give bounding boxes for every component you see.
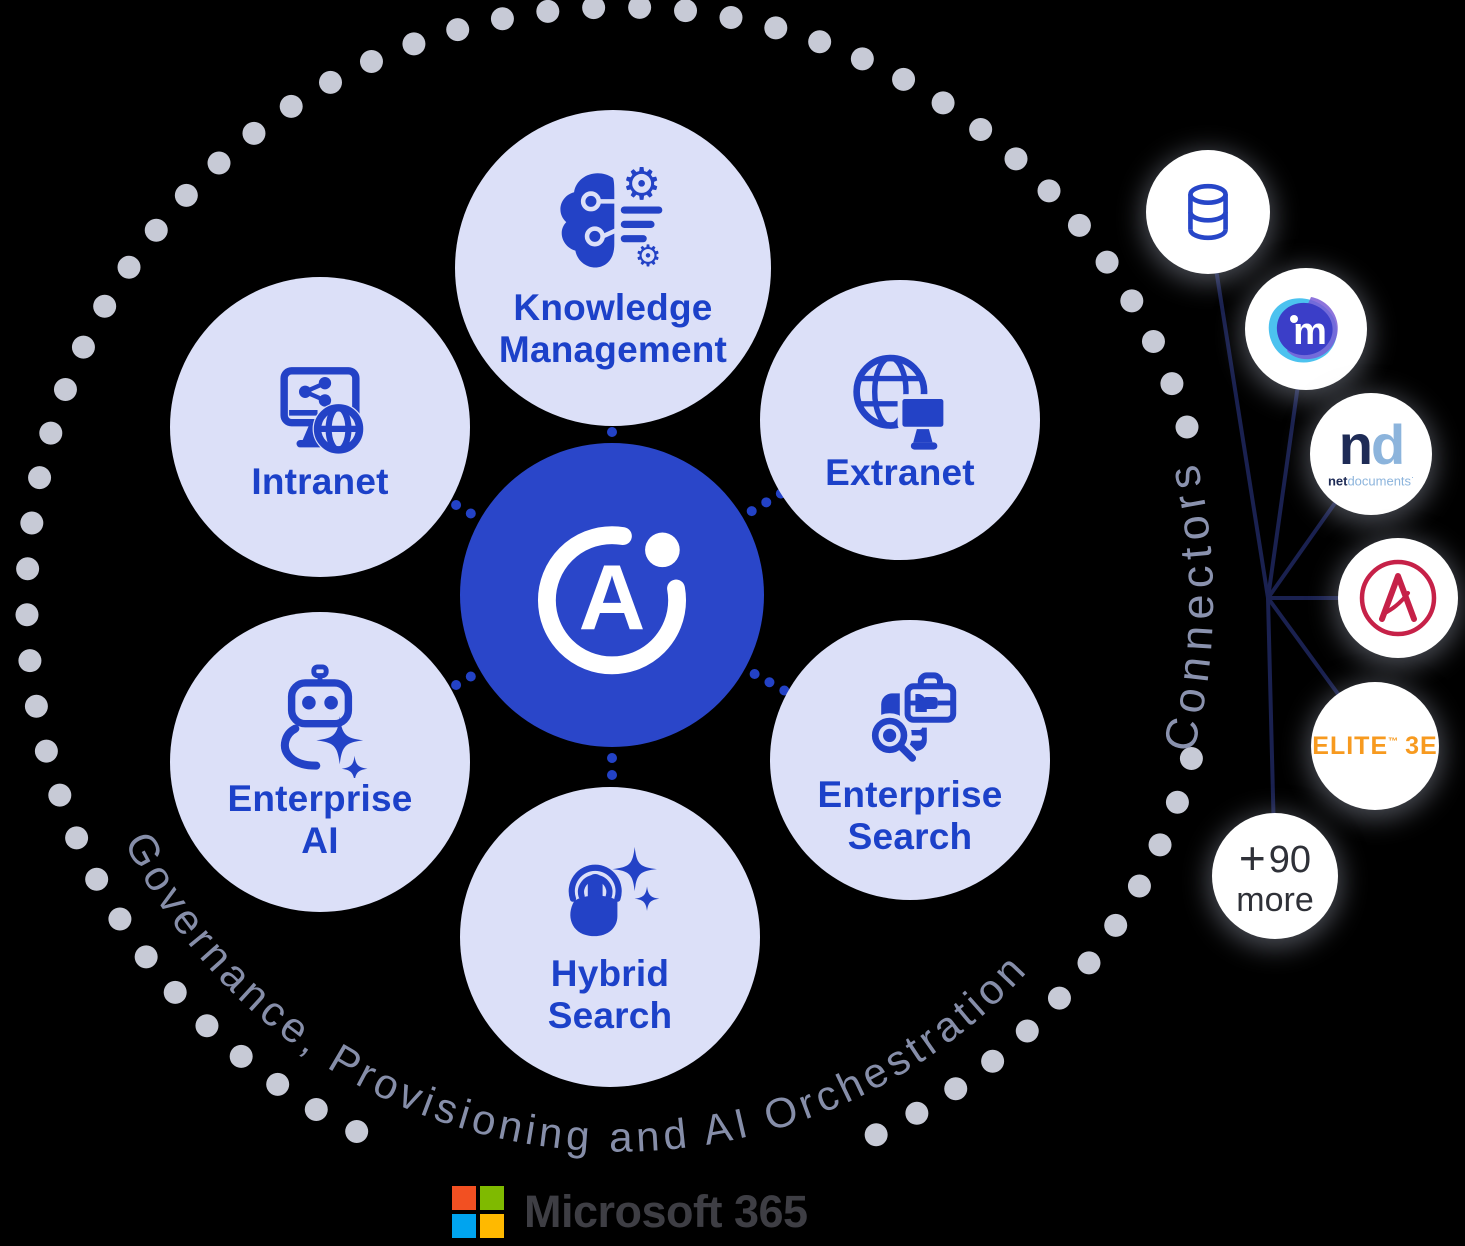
imanage-logo-icon: m	[1268, 297, 1338, 363]
microsoft-365-brand: Microsoft 365	[452, 1186, 808, 1238]
ms-square-red	[452, 1186, 476, 1210]
atlas-logo-icon: A	[537, 526, 687, 675]
touch-sparkles-icon	[568, 847, 660, 937]
satellite-label: Knowledge Management	[498, 287, 728, 370]
satellite-label: Intranet	[251, 461, 389, 503]
microsoft-logo-icon	[452, 1186, 504, 1238]
satellite-intranet: Intranet	[170, 277, 470, 577]
ms-square-yellow	[480, 1214, 504, 1238]
connectors-arc-text: Connectors	[1153, 454, 1223, 756]
globe-monitor-icon	[853, 354, 949, 450]
connector-netdocuments: nd netdocuments·	[1310, 393, 1432, 515]
ms-square-green	[480, 1186, 504, 1210]
satellite-enterprise-search: Enterprise Search	[770, 620, 1050, 900]
svg-text:⚙: ⚙	[622, 165, 662, 210]
connector-more: +90 more	[1212, 813, 1338, 939]
connector-database	[1146, 150, 1270, 274]
monitor-share-globe-icon	[280, 367, 365, 455]
satellite-label: Enterprise AI	[227, 778, 413, 861]
svg-text:m: m	[1293, 311, 1327, 353]
more-connectors-label: +90 more	[1236, 832, 1314, 919]
aderant-a-icon	[1359, 559, 1437, 637]
satellite-knowledge-management: ⚙ ⚙ Knowledge Management	[455, 110, 771, 426]
netdocuments-wordmark: netdocuments·	[1327, 472, 1415, 489]
satellite-label: Hybrid Search	[547, 953, 673, 1036]
database-icon	[1188, 183, 1228, 241]
ms-square-blue	[452, 1214, 476, 1238]
dotted-ring	[15, 0, 1203, 1155]
svg-text:⚙: ⚙	[635, 239, 662, 274]
satellite-enterprise-ai: Enterprise AI	[170, 612, 470, 912]
connector-aderant	[1338, 538, 1458, 658]
microsoft-365-wordmark: Microsoft 365	[524, 1186, 808, 1237]
satellite-label: Enterprise Search	[817, 774, 1003, 857]
atlas-hub-circle: A	[460, 443, 764, 747]
briefcase-document-search-icon	[867, 668, 961, 767]
robot-sparkles-icon	[280, 664, 368, 779]
satellite-label: Extranet	[825, 452, 975, 494]
satellite-hybrid-search: Hybrid Search	[460, 787, 760, 1087]
brain-gears-icon: ⚙ ⚙	[560, 165, 663, 274]
satellite-extranet: Extranet	[760, 280, 1040, 560]
connector-imanage: m	[1245, 268, 1367, 390]
svg-text:A: A	[579, 546, 646, 650]
netdocuments-nd-mark: nd	[1338, 412, 1405, 476]
